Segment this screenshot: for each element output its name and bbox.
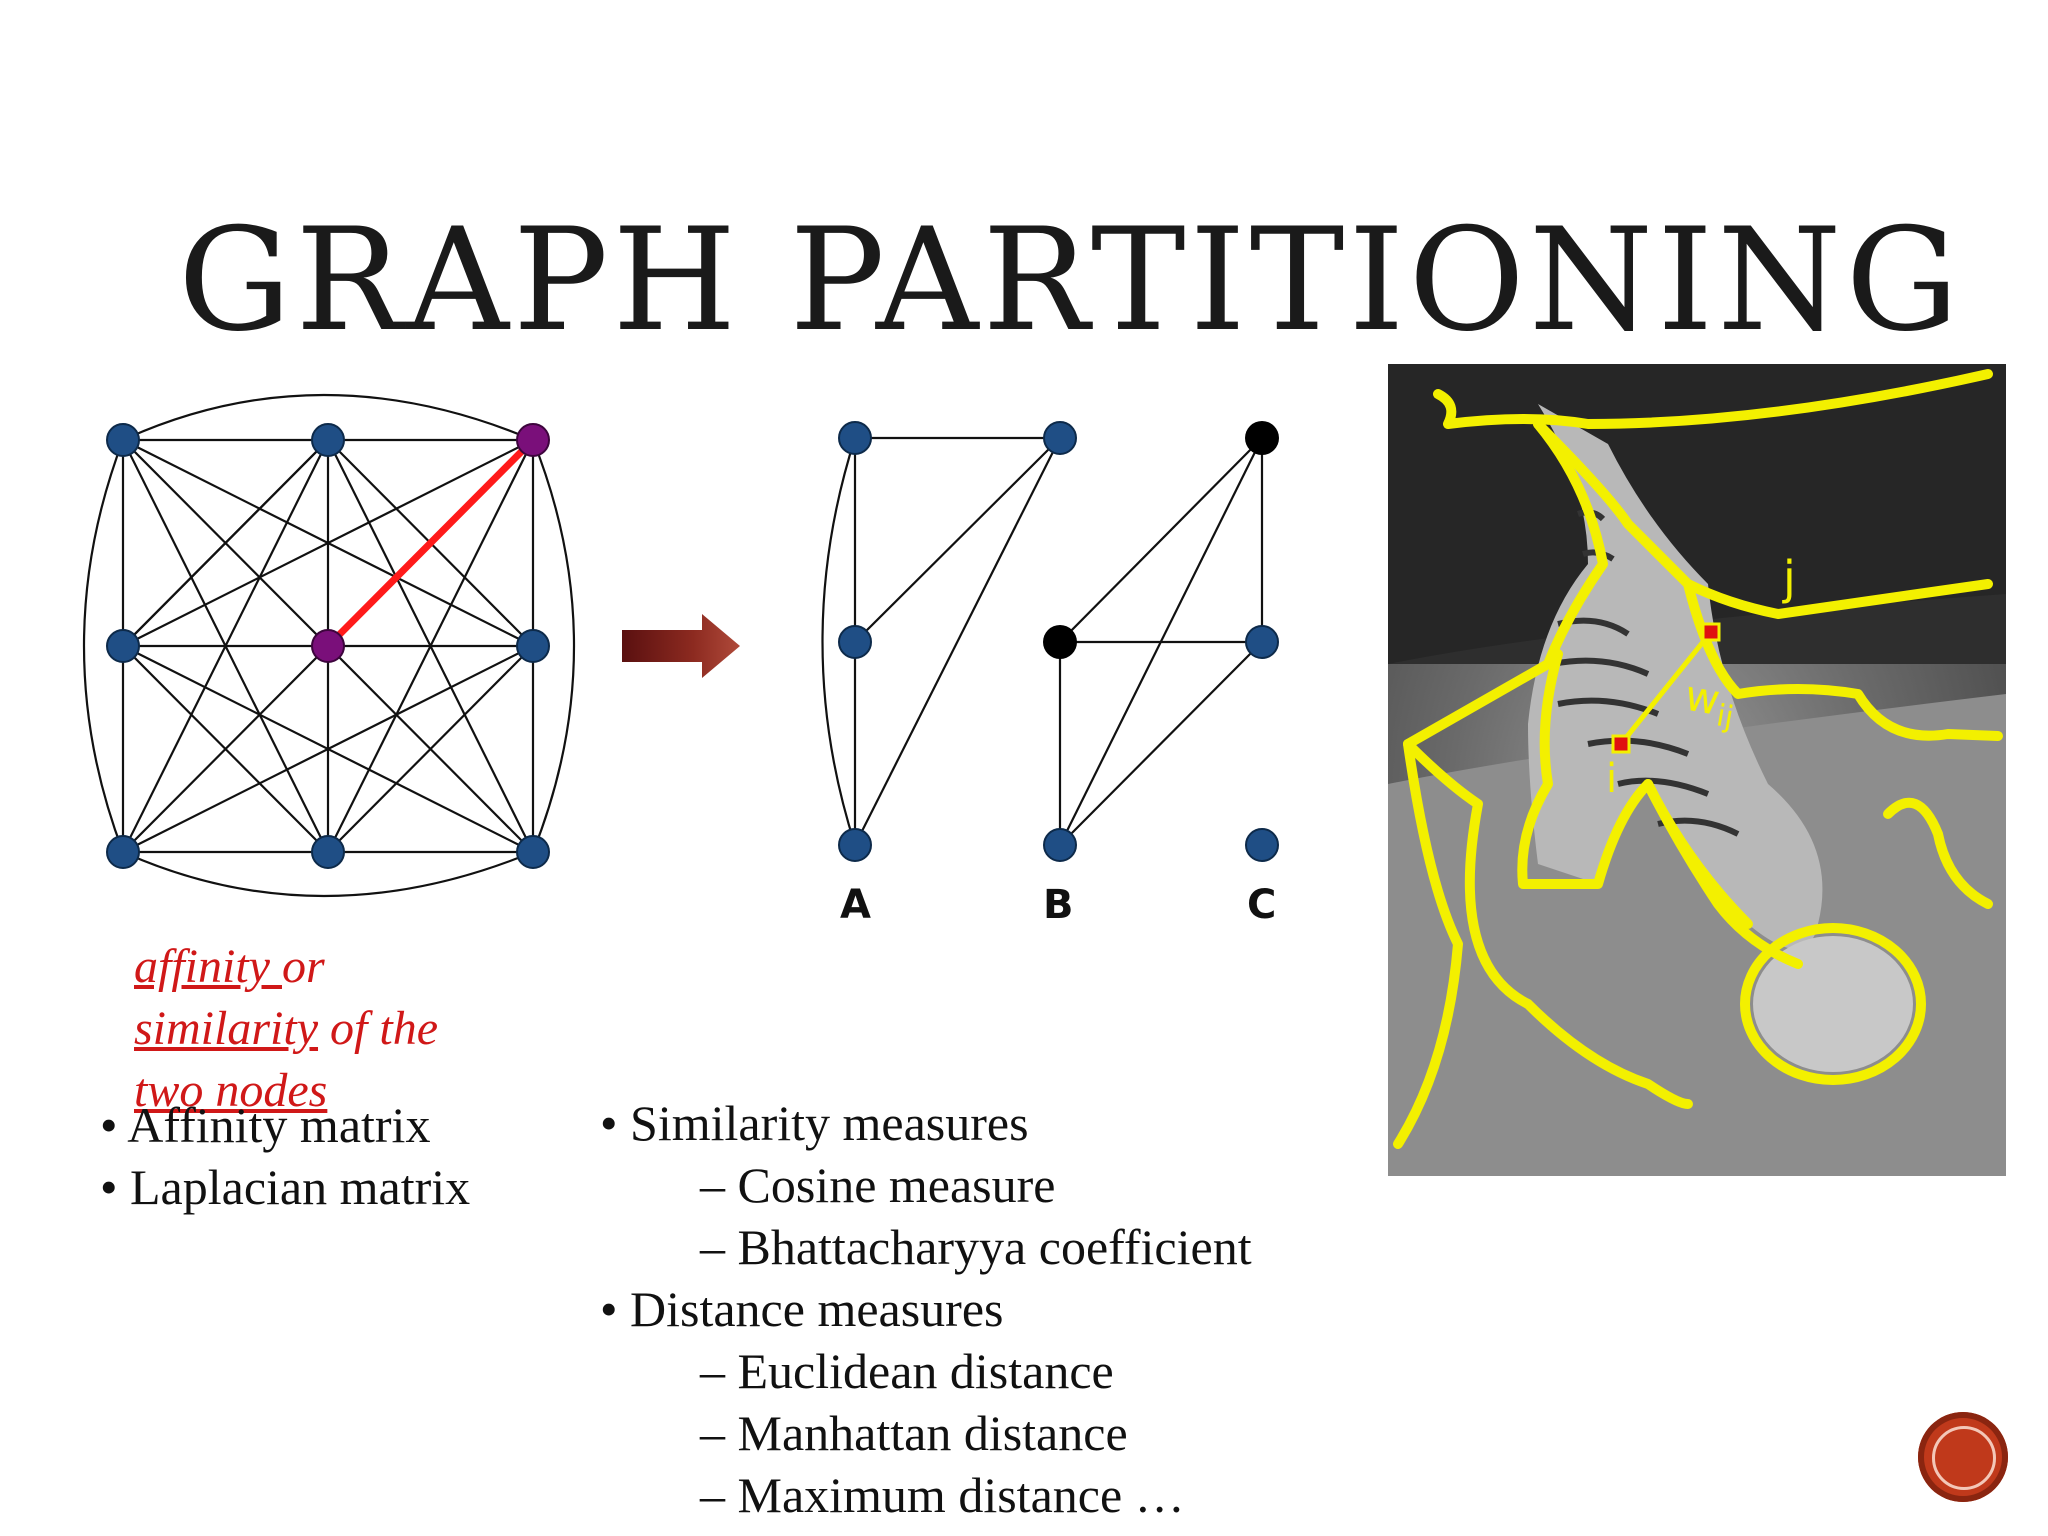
label-i: i <box>1606 756 1617 802</box>
highlight-edge <box>325 437 536 649</box>
measures-list: • Similarity measures – Cosine measure –… <box>600 1095 1252 1523</box>
label-w: w <box>1681 671 1723 725</box>
affinity-annotation: affinity or similarity of the two nodes <box>134 940 438 1117</box>
tiger-segmentation-image: j wij i <box>1388 364 2006 1176</box>
partitioned-graph-diagram: A B C <box>821 421 1279 928</box>
complete-graph-diagram <box>82 394 576 898</box>
label-ij: ij <box>1714 698 1736 735</box>
partition-label-a: A <box>840 882 871 928</box>
svg-text:wij: wij <box>1680 671 1740 736</box>
next-slide-icon[interactable] <box>1918 1412 2008 1502</box>
right-arrow-icon <box>622 614 740 678</box>
matrix-list: • Affinity matrix • Laplacian matrix <box>100 1097 471 1215</box>
partition-label-c: C <box>1247 882 1276 928</box>
slide-title: GRAPH PARTITIONING <box>178 198 1963 363</box>
partition-label-b: B <box>1043 882 1074 928</box>
next-slide-ring <box>1932 1426 1996 1490</box>
label-j: j <box>1782 551 1796 605</box>
